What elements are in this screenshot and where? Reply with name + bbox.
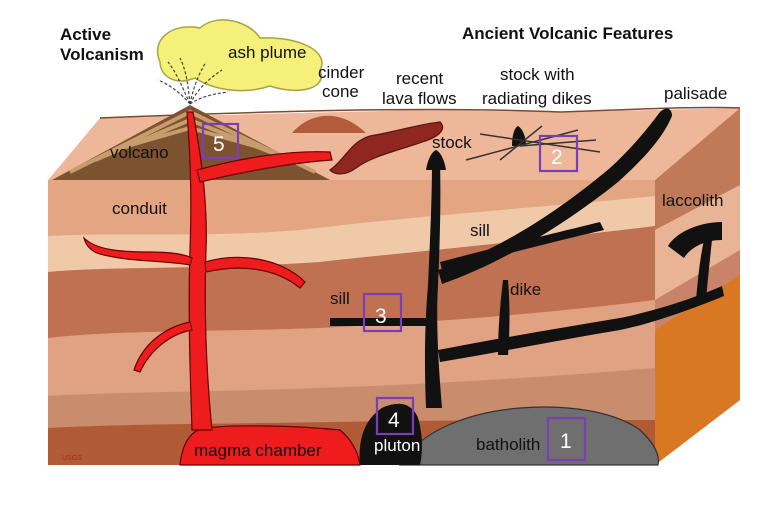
marker-box-5	[201, 122, 240, 160]
heading-ancient: Ancient Volcanic Features	[462, 24, 673, 43]
label-recent-line1: recent	[396, 69, 444, 88]
marker-number-5: 5	[213, 133, 225, 156]
label-batholith: batholith	[476, 435, 540, 454]
label-cinder-line2: cone	[322, 82, 359, 101]
label-laccolith: laccolith	[662, 191, 723, 210]
label-stock-dikes-line1: stock with	[500, 65, 575, 84]
marker-box-4	[375, 396, 415, 436]
heading-active-line2: Volcanism	[60, 45, 144, 64]
label-magma-chamber: magma chamber	[194, 441, 322, 460]
magma-system	[82, 111, 361, 466]
label-dike: dike	[510, 280, 541, 299]
label-stock: stock	[432, 133, 472, 152]
label-recent-line2: lava flows	[382, 89, 457, 108]
marker-box-1	[546, 416, 587, 462]
cinder-cone	[292, 115, 366, 133]
batholith-body	[398, 406, 660, 466]
label-stock-dikes-line2: radiating dikes	[482, 89, 592, 108]
label-sill-lower: sill	[330, 289, 350, 308]
label-pluton: pluton	[374, 436, 420, 455]
marker-number-2: 2	[551, 146, 563, 169]
label-volcano: volcano	[110, 143, 169, 162]
label-ash-plume: ash plume	[228, 43, 306, 62]
label-sill-upper: sill	[470, 221, 490, 240]
label-palisade: palisade	[664, 84, 727, 103]
marker-box-3	[362, 292, 403, 333]
ash-plume	[156, 19, 323, 105]
label-cinder-line1: cinder	[318, 63, 365, 82]
marker-number-4: 4	[388, 409, 400, 432]
label-credit: USGS	[62, 455, 82, 462]
recent-lava-flows	[328, 121, 444, 175]
marker-number-1: 1	[560, 430, 572, 453]
label-conduit: conduit	[112, 199, 167, 218]
heading-active-line1: Active	[60, 25, 111, 44]
marker-box-2	[538, 134, 579, 173]
marker-number-3: 3	[375, 305, 387, 328]
